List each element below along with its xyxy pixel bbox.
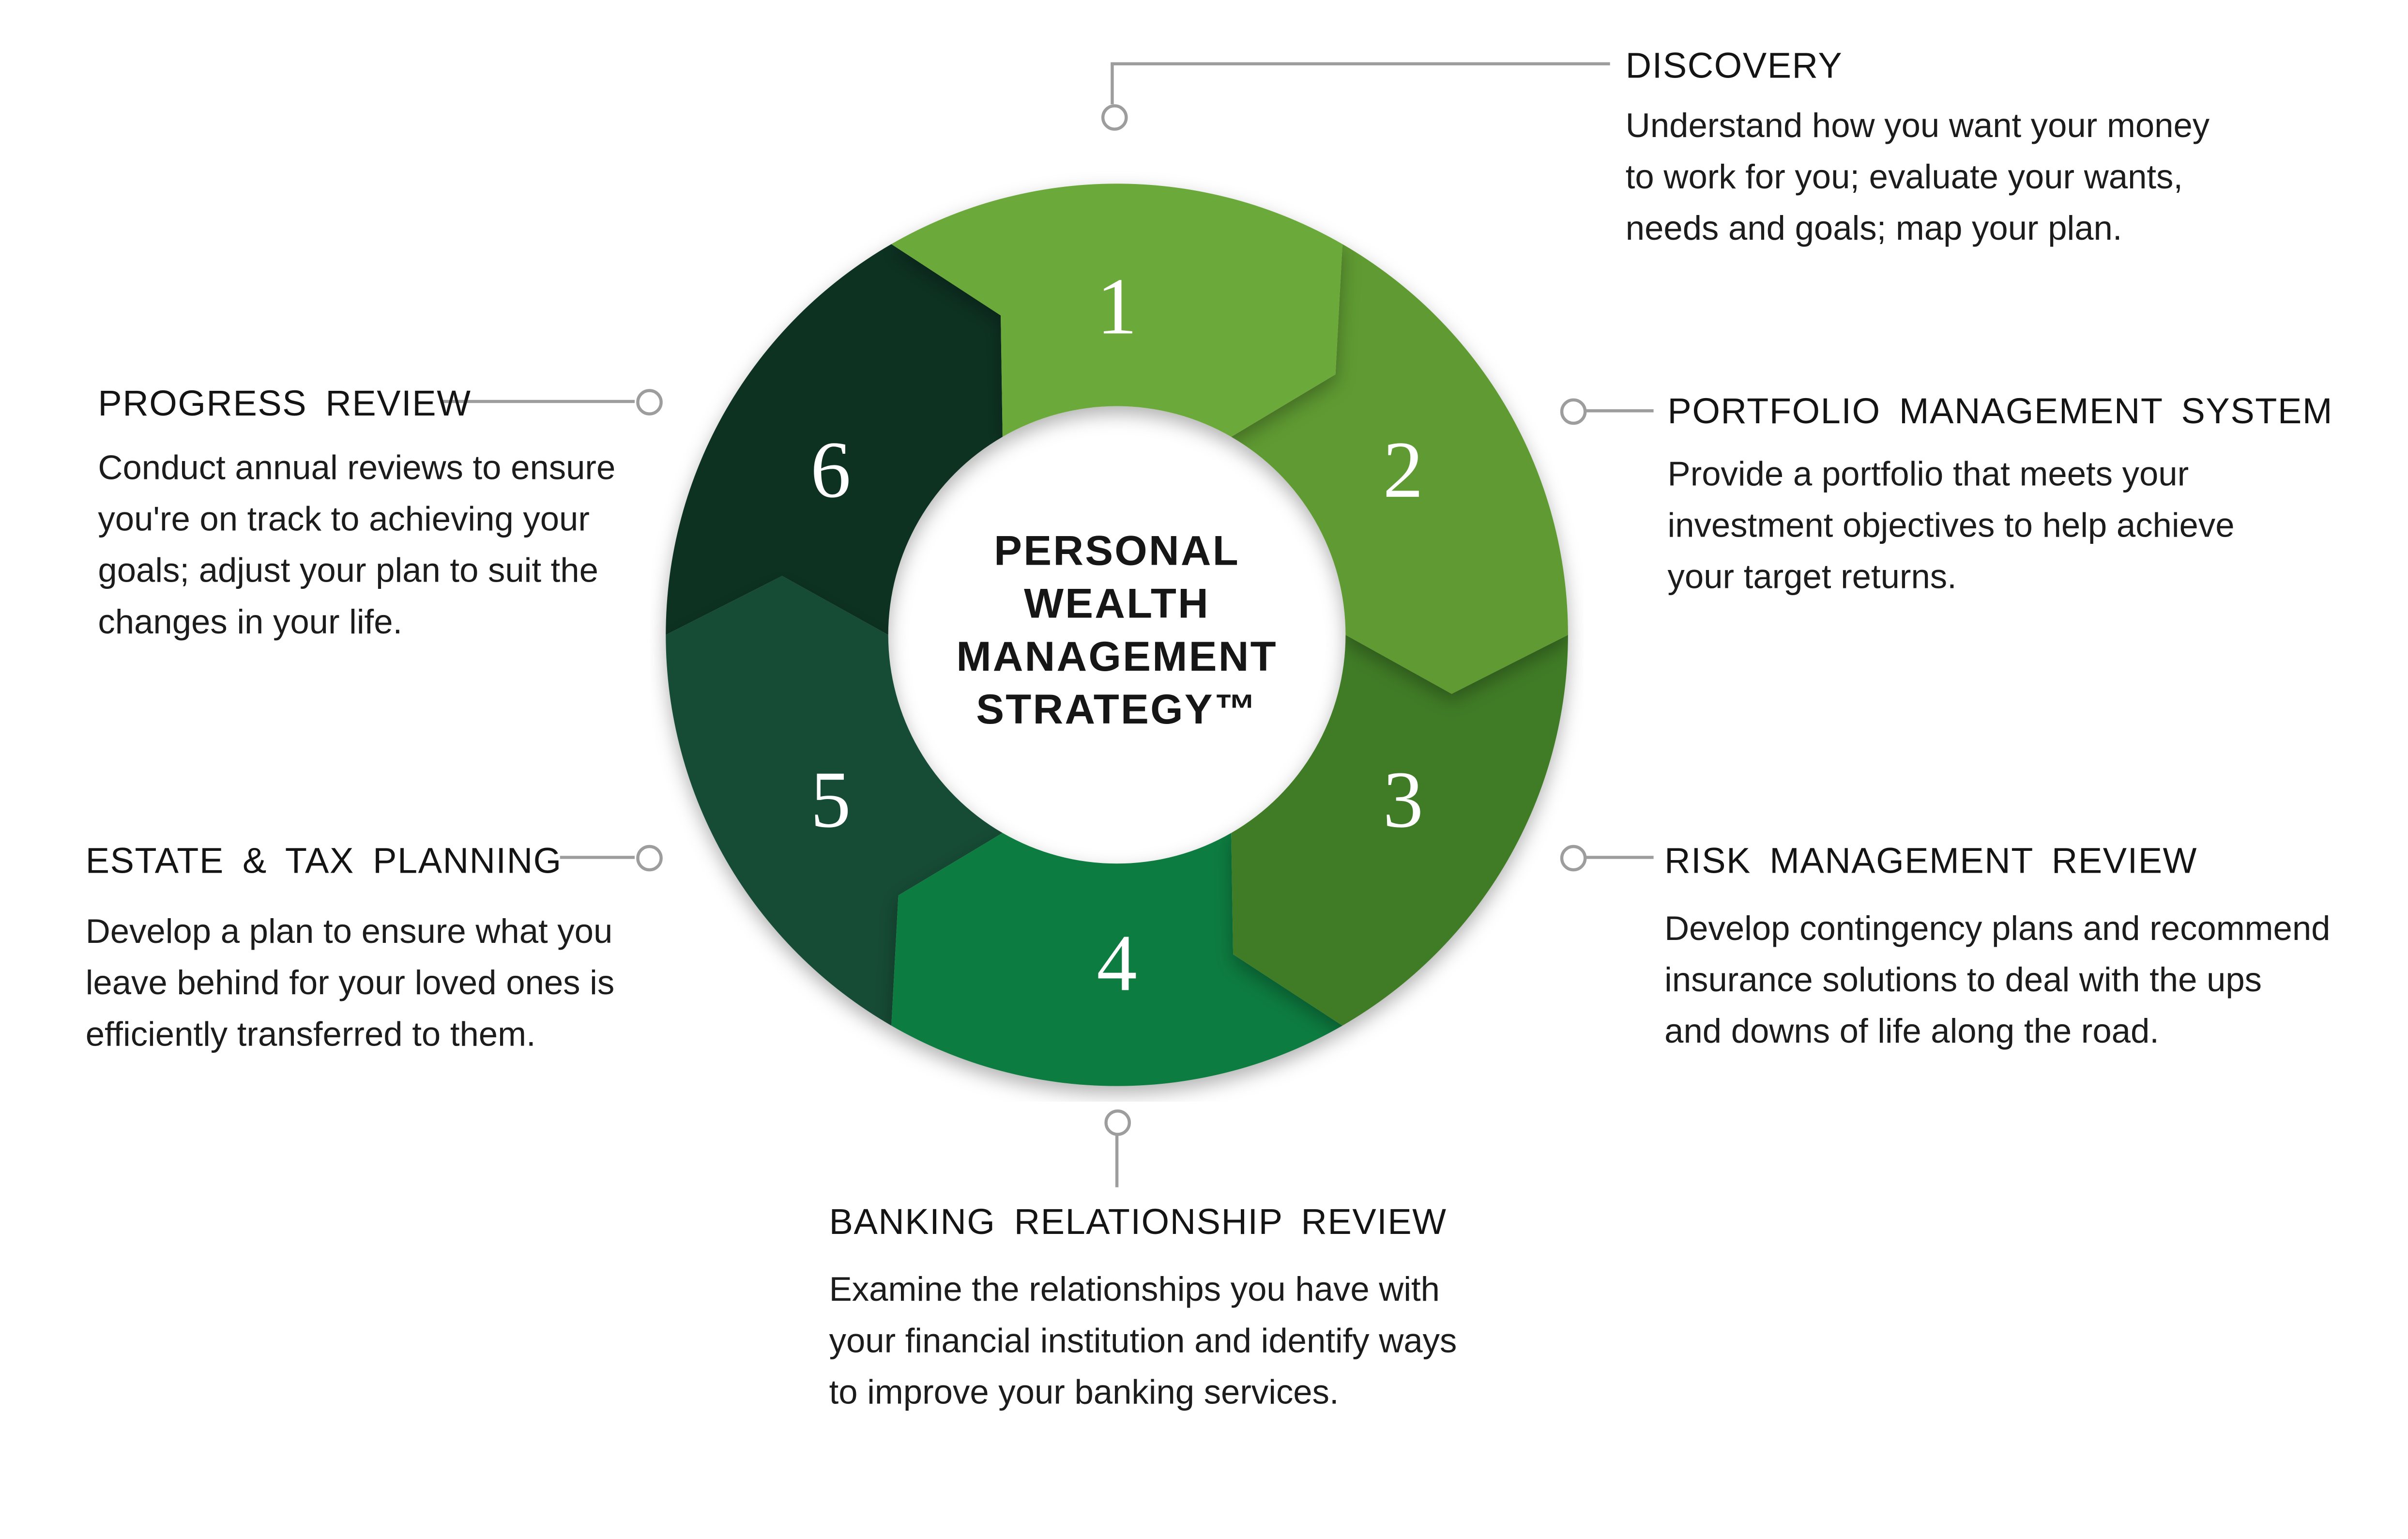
callout-estate: ESTATE & TAX PLANNING Develop a plan to … <box>85 840 614 1053</box>
segment-number-6: 6 <box>810 425 851 515</box>
callout-risk-title: RISK MANAGEMENT REVIEW <box>1664 840 2198 881</box>
wheel-segment-4 <box>891 833 1342 1086</box>
callout-portfolio-body: Provide a portfolio that meets your inve… <box>1667 454 2235 596</box>
wheel-segment-3 <box>1231 634 1568 1026</box>
connector-dot-estate <box>635 844 662 871</box>
connector-dot-banking <box>1103 1108 1130 1136</box>
callout-banking-title: BANKING RELATIONSHIP REVIEW <box>829 1201 1447 1242</box>
wheel-segment-6 <box>666 244 1003 635</box>
connector-dot-risk <box>1559 844 1586 871</box>
wheel-segment-2 <box>1231 244 1568 694</box>
connector-dot-portfolio <box>1559 397 1586 424</box>
callout-estate-body: Develop a plan to ensure what you leave … <box>85 911 615 1054</box>
connector-line-risk <box>1585 856 1654 859</box>
segment-number-2: 2 <box>1383 425 1424 515</box>
wheel-segment-5 <box>666 576 1003 1026</box>
strategy-wheel: 1 2 3 4 5 6 <box>666 184 1568 1086</box>
callout-progress-title: PROGRESS REVIEW <box>98 383 472 423</box>
segment-number-3: 3 <box>1383 755 1424 845</box>
connector-dot-progress <box>635 388 662 415</box>
connector-line-estate <box>560 856 635 859</box>
callout-portfolio-title: PORTFOLIO MANAGEMENT SYSTEM <box>1667 390 2333 431</box>
wheel-segment-1 <box>891 184 1342 437</box>
segment-number-1: 1 <box>1097 262 1137 352</box>
callout-estate-title: ESTATE & TAX PLANNING <box>85 840 562 881</box>
callout-risk-body: Develop contingency plans and recommend … <box>1664 908 2331 1050</box>
callout-discovery: DISCOVERY Understand how you want your m… <box>1625 45 2210 247</box>
connector-line-portfolio <box>1585 409 1654 413</box>
callout-risk: RISK MANAGEMENT REVIEW Develop contingen… <box>1664 840 2330 1050</box>
connector-dot-discovery <box>1100 103 1127 130</box>
connector-line-discovery-vertical <box>1111 63 1114 105</box>
callout-banking: BANKING RELATIONSHIP REVIEW Examine the … <box>829 1201 1457 1412</box>
segment-number-5: 5 <box>810 755 851 845</box>
wheel-center-title: PERSONAL WEALTH MANAGEMENT STRATEGY™ <box>956 527 1278 733</box>
callout-discovery-body: Understand how you want your money to wo… <box>1625 106 2210 247</box>
connector-line-banking <box>1115 1134 1119 1187</box>
callout-discovery-title: DISCOVERY <box>1625 45 1843 86</box>
connector-line-discovery-horizontal <box>1111 62 1610 65</box>
callout-banking-body: Examine the relationships you have with … <box>829 1269 1457 1412</box>
connector-line-progress <box>440 400 635 403</box>
callout-progress: PROGRESS REVIEW Conduct annual reviews t… <box>98 383 615 641</box>
callout-portfolio: PORTFOLIO MANAGEMENT SYSTEM Provide a po… <box>1667 390 2333 596</box>
callout-progress-body: Conduct annual reviews to ensure you're … <box>98 448 616 641</box>
segment-number-4: 4 <box>1097 918 1137 1008</box>
